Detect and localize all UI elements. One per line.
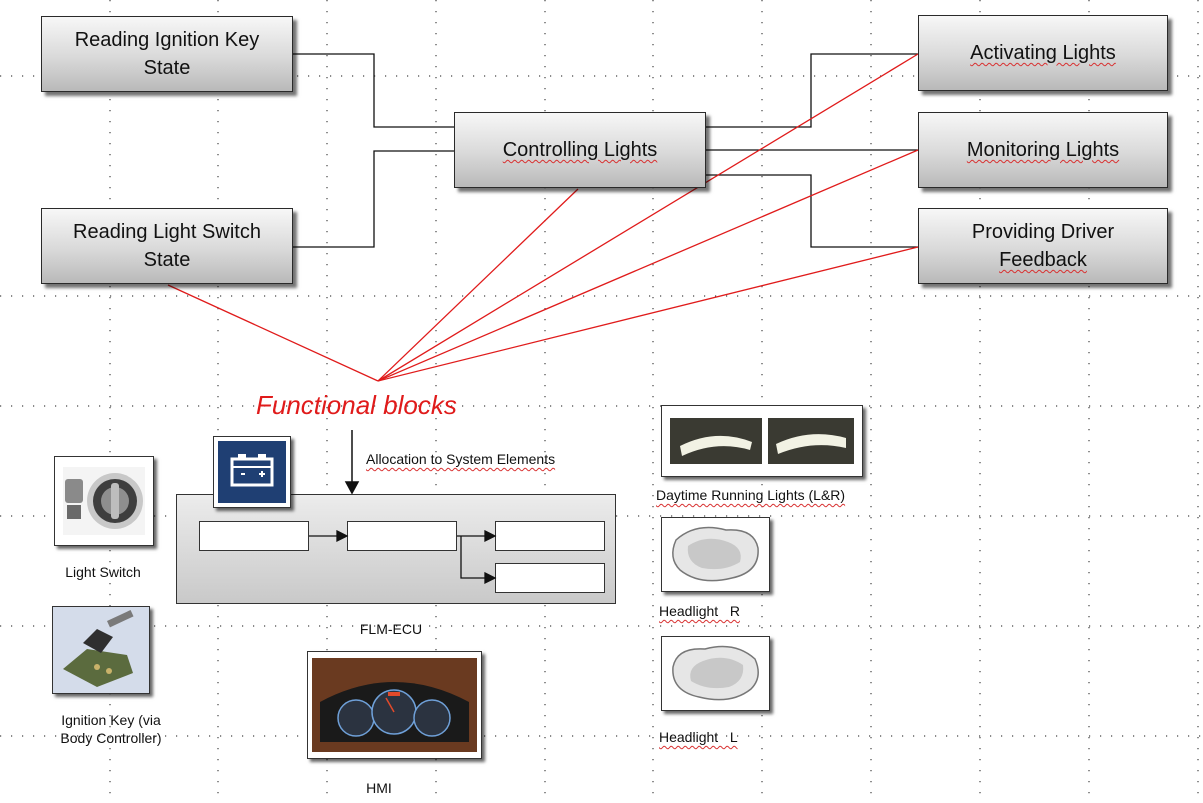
- block-providing-feedback[interactable]: Providing Driver Feedback: [918, 208, 1168, 284]
- block-controlling-lights-label: Controlling Lights: [502, 139, 658, 161]
- block-reading-ignition-line2: State: [143, 57, 191, 79]
- allocation-lines: [167, 53, 919, 382]
- ignition-key-caption-line1: Ignition Key (via: [61, 712, 161, 728]
- battery-icon: [218, 441, 286, 503]
- block-reading-light-switch-line1: Reading Light Switch: [73, 221, 261, 243]
- block-monitoring-lights-label: Monitoring Lights: [966, 139, 1120, 161]
- block-reading-light-switch[interactable]: Reading Light Switch State: [41, 208, 293, 284]
- headlight-l-caption: Headlight L: [659, 729, 738, 745]
- connector-ignition-to-control: [293, 53, 454, 128]
- functional-blocks-title: Functional blocks: [256, 390, 457, 420]
- ecu-input-block: [199, 521, 309, 551]
- headlight-r-caption: Headlight R: [659, 603, 740, 619]
- connector-control-to-activating: [706, 53, 918, 128]
- allocation-arrow: [344, 430, 360, 495]
- ecu-caption: FLM-ECU: [359, 621, 423, 637]
- hmi-image[interactable]: [307, 651, 482, 759]
- dashboard-photo: [312, 658, 477, 752]
- block-reading-ignition-line1: Reading Ignition Key: [74, 29, 260, 51]
- block-providing-feedback-line1: Providing Driver: [971, 221, 1115, 243]
- drl-caption: Daytime Running Lights (L&R): [656, 487, 846, 503]
- connector-switch-to-control: [293, 150, 454, 248]
- hmi-caption: HMI: [366, 780, 392, 796]
- light-switch-photo: [63, 467, 145, 535]
- block-monitoring-lights[interactable]: Monitoring Lights: [918, 112, 1168, 188]
- light-switch-image[interactable]: [54, 456, 154, 546]
- headlight-r-image[interactable]: [661, 517, 770, 592]
- allocation-line-feedback: [377, 246, 919, 382]
- block-providing-feedback-line2: Feedback: [999, 249, 1087, 271]
- ecu-internal-arrows: [309, 529, 497, 585]
- block-activating-lights[interactable]: Activating Lights: [918, 15, 1168, 91]
- headlight-l-image[interactable]: [661, 636, 770, 711]
- allocation-line-control: [377, 188, 579, 382]
- ignition-key-caption-line2: Body Controller): [60, 730, 162, 746]
- ignition-key-photo: [53, 607, 149, 693]
- headlight-photo: [672, 645, 759, 701]
- drl-image[interactable]: [661, 405, 863, 477]
- headlight-photo: [672, 526, 759, 582]
- ecu-element[interactable]: [176, 494, 616, 604]
- battery-icon-tile[interactable]: [213, 436, 291, 508]
- allocation-line-monitoring: [377, 149, 919, 382]
- connector-control-to-feedback: [706, 174, 918, 248]
- block-reading-ignition[interactable]: Reading Ignition Key State: [41, 16, 293, 92]
- block-connectors: [293, 53, 918, 248]
- ignition-key-caption: Ignition Key (via Body Controller): [44, 711, 178, 747]
- allocation-line-switch: [167, 284, 379, 382]
- block-activating-lights-label: Activating Lights: [970, 42, 1116, 64]
- light-switch-caption: Light Switch: [65, 564, 141, 580]
- ecu-output-block-top: [495, 521, 605, 551]
- allocation-line-activating: [377, 53, 919, 382]
- ignition-key-image[interactable]: [52, 606, 150, 694]
- block-controlling-lights[interactable]: Controlling Lights: [454, 112, 706, 188]
- block-reading-light-switch-line2: State: [143, 249, 191, 271]
- drl-photo: [670, 418, 854, 464]
- allocation-arrow-head: [344, 481, 360, 495]
- allocation-label: Allocation to System Elements: [366, 451, 556, 467]
